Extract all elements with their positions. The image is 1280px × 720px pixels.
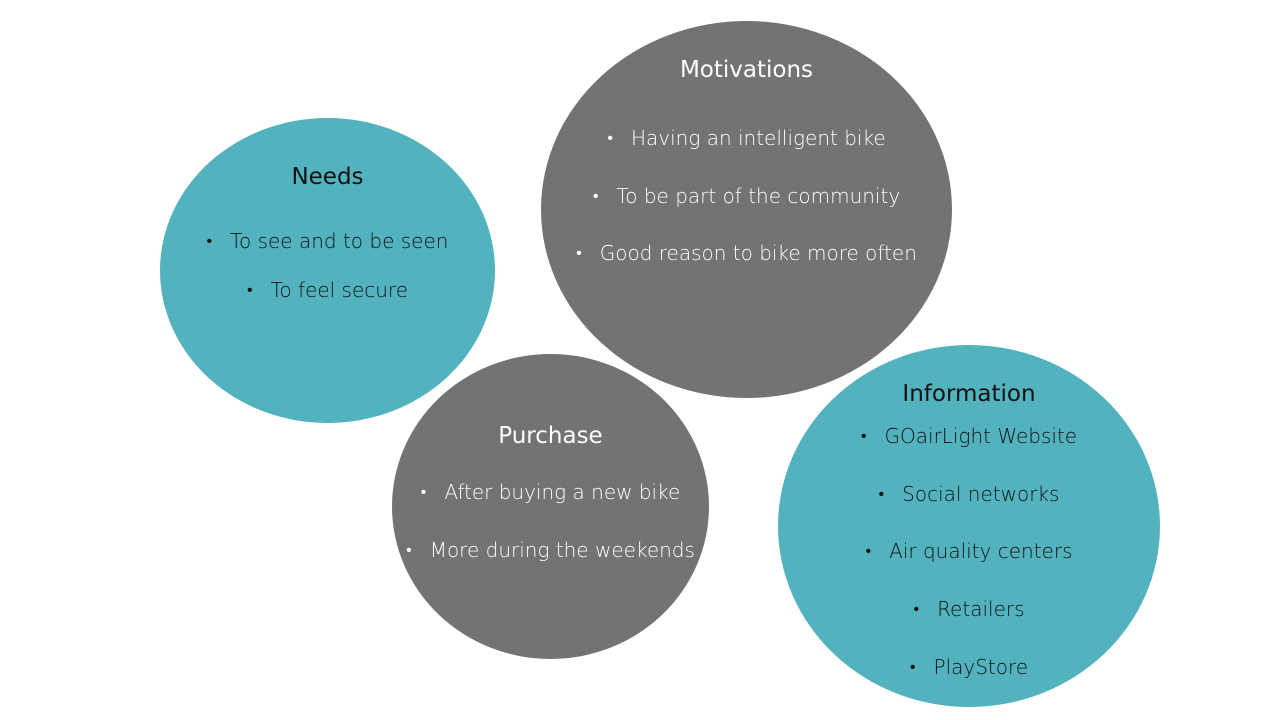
bullet-icon: • [206,231,213,250]
list-item-text: To be part of the community [616,183,901,208]
list-item: • More during the weekends [392,534,709,592]
list-item-text: PlayStore [933,654,1029,679]
purchase-title: Purchase [498,423,603,449]
list-item: • Social networks [778,478,1160,536]
list-item-text: Good reason to bike more often [599,241,917,265]
bullet-icon: • [860,426,867,445]
purchase-bubble: Purchase • After buying a new bike • More … [392,354,709,659]
list-item: • To see and to be seen [160,226,495,275]
list-item-text: Air quality centers [889,539,1073,564]
motivations-bubble: Motivations • Having an intelligent bike … [541,21,952,398]
list-item: • After buying a new bike [392,476,709,534]
list-item: • To feel secure [160,275,495,324]
bullet-icon: • [909,656,916,676]
list-item-text: Having an intelligent bike [630,126,886,150]
bullet-icon: • [406,540,412,559]
list-item-text: To see and to be seen [230,229,449,253]
list-item-text: After buying a new bike [444,480,681,504]
bullet-icon: • [420,482,427,501]
list-item: • Having an intelligent bike [541,122,952,180]
bullet-icon: • [913,599,920,619]
list-item: • Good reason to bike more often [541,237,952,295]
list-item-text: Retailers [937,597,1025,622]
bullet-icon: • [607,128,613,147]
bullet-icon: • [878,483,885,503]
motivations-title: Motivations [679,57,814,83]
list-item: • Air quality centers [778,535,1160,593]
needs-bubble: Needs • To see and to be seen • To feel se… [160,118,495,423]
motivations-list: • Having an intelligent bike • To be part … [541,122,952,295]
information-bubble: Information • GOairLight Website • Social … [778,345,1160,707]
list-item-text: More during the weekends [429,538,695,562]
list-item: • GOairLight Website [778,420,1160,478]
information-list: • GOairLight Website • Social networks • Ai… [778,420,1160,708]
needs-list: • To see and to be seen • To feel secure [160,226,495,324]
bullet-icon: • [865,541,872,561]
list-item: • To be part of the community [541,180,952,238]
bullet-icon: • [592,185,599,205]
list-item: • Retailers [778,593,1160,651]
list-item-text: Social networks [902,481,1060,506]
bullet-icon: • [246,280,253,299]
needs-title: Needs [291,164,364,190]
list-item-text: To feel secure [270,278,409,302]
purchase-list: • After buying a new bike • More during th… [392,476,709,592]
information-title: Information [902,381,1036,407]
bullet-icon: • [576,243,582,262]
list-item-text: GOairLight Website [884,424,1078,448]
list-item: • PlayStore [778,651,1160,709]
